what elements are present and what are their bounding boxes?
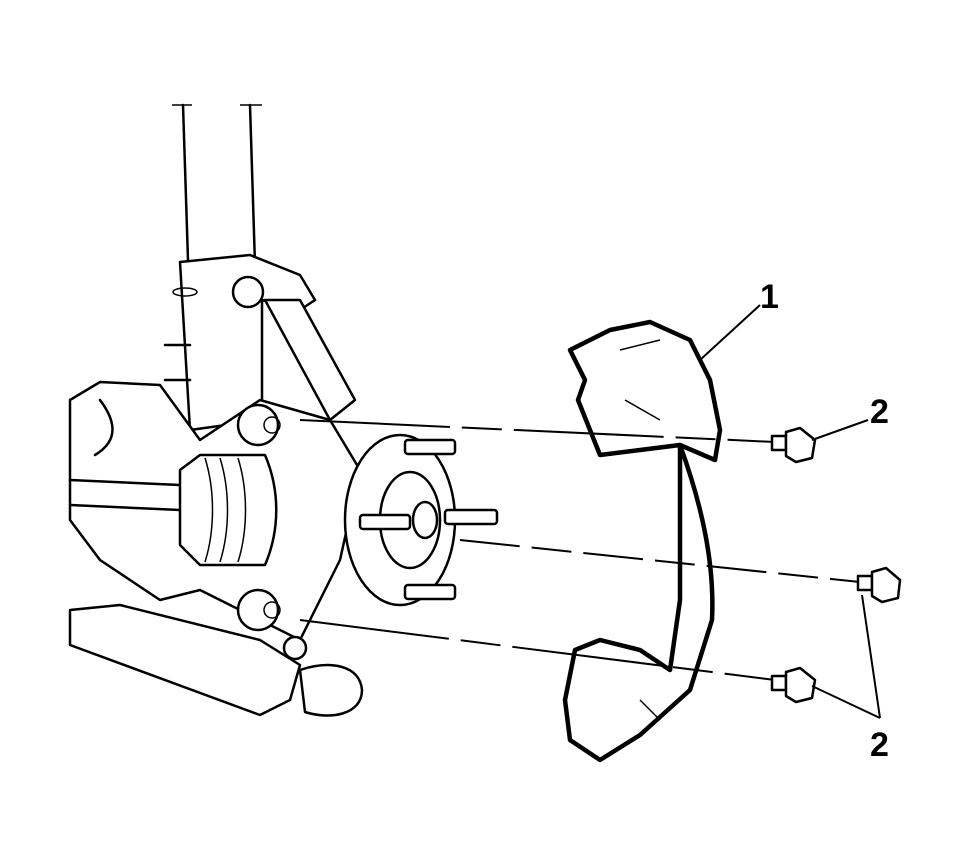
lower-control-arm bbox=[68, 603, 364, 717]
brake-shield bbox=[562, 319, 723, 763]
bolt-icon bbox=[770, 666, 817, 704]
leader-lines bbox=[699, 304, 881, 719]
alignment-lines bbox=[299, 419, 861, 681]
callout-2-upper: 2 bbox=[870, 393, 889, 431]
callout-1: 1 bbox=[760, 278, 779, 316]
strut-assembly bbox=[163, 103, 357, 432]
callout-2-lower: 2 bbox=[870, 726, 889, 764]
bolt-icon bbox=[856, 566, 902, 604]
bolt-icon bbox=[770, 426, 817, 464]
wheel-hub bbox=[343, 433, 499, 607]
bolts bbox=[770, 426, 902, 704]
drive-axle bbox=[68, 453, 278, 567]
